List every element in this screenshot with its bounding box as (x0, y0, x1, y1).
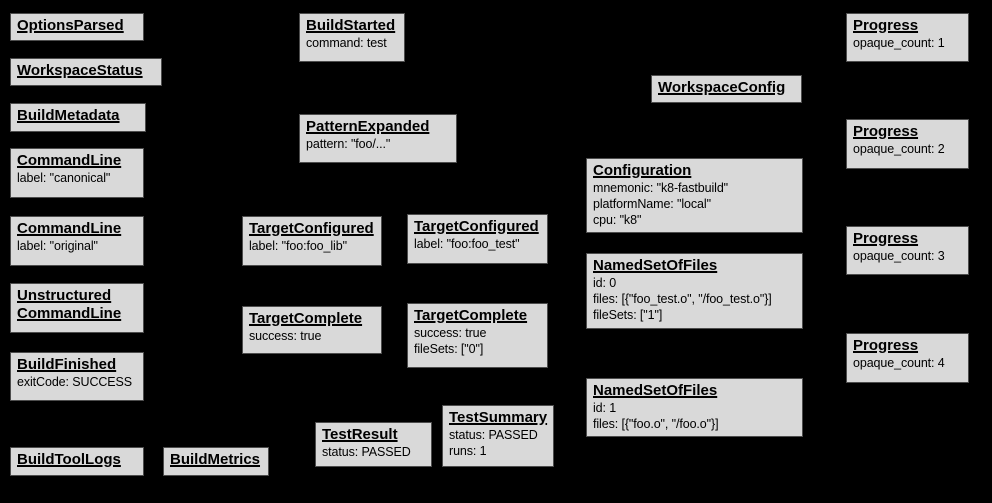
node-field: opaque_count: 3 (853, 249, 945, 263)
node-title: TargetComplete (414, 307, 528, 324)
node-command-line-canonical: CommandLine label: "canonical" (10, 148, 144, 198)
node-field: pattern: "foo/..." (306, 137, 391, 151)
node-title: WorkspaceStatus (17, 62, 143, 79)
node-title: TargetComplete (249, 310, 363, 327)
node-build-metrics: BuildMetrics (163, 447, 269, 476)
node-title: TestResult (322, 426, 398, 443)
node-title: OptionsParsed (17, 17, 124, 34)
node-progress-1: Progress opaque_count: 1 (846, 13, 969, 62)
node-title: TargetConfigured (414, 218, 539, 235)
node-progress-2: Progress opaque_count: 2 (846, 119, 969, 169)
node-field: cpu: "k8" (593, 213, 642, 227)
node-build-started: BuildStarted command: test (299, 13, 405, 62)
node-field: opaque_count: 1 (853, 36, 945, 50)
node-title: WorkspaceConfig (658, 79, 786, 96)
node-unstructured-command-line: Unstructured CommandLine (10, 283, 144, 333)
node-pattern-expanded: PatternExpanded pattern: "foo/..." (299, 114, 457, 163)
node-title-line-2: CommandLine (17, 305, 122, 322)
node-named-set-of-files-0: NamedSetOfFiles id: 0 files: [{"foo_test… (586, 253, 803, 329)
node-target-complete-foo-test: TargetComplete success: true fileSets: [… (407, 303, 548, 368)
node-field: status: PASSED (322, 445, 411, 459)
node-title: Progress (853, 123, 919, 140)
node-field: exitCode: SUCCESS (17, 375, 133, 389)
node-field: opaque_count: 2 (853, 142, 945, 156)
node-title: NamedSetOfFiles (593, 382, 718, 399)
node-field: files: [{"foo.o", "/foo.o"}] (593, 417, 719, 431)
node-workspace-status: WorkspaceStatus (10, 58, 162, 86)
node-title: BuildToolLogs (17, 451, 121, 468)
node-title: Progress (853, 230, 919, 247)
node-field: label: "canonical" (17, 171, 111, 185)
node-title: CommandLine (17, 220, 122, 237)
node-title: Unstructured (17, 287, 112, 304)
node-title: PatternExpanded (306, 118, 430, 135)
node-target-configured-foo-test: TargetConfigured label: "foo:foo_test" (407, 214, 548, 264)
node-build-finished: BuildFinished exitCode: SUCCESS (10, 352, 144, 401)
node-build-tool-logs: BuildToolLogs (10, 447, 144, 476)
node-build-metadata: BuildMetadata (10, 103, 146, 132)
node-title: Progress (853, 337, 919, 354)
node-field: fileSets: ["1"] (593, 308, 663, 322)
node-title: BuildFinished (17, 356, 117, 373)
node-title: BuildMetadata (17, 107, 120, 124)
node-title: BuildStarted (306, 17, 396, 34)
node-title: BuildMetrics (170, 451, 261, 468)
node-target-configured-foo-lib: TargetConfigured label: "foo:foo_lib" (242, 216, 382, 266)
node-command-line-original: CommandLine label: "original" (10, 216, 144, 266)
node-field: success: true (414, 326, 487, 340)
node-field: label: "foo:foo_test" (414, 237, 520, 251)
node-field: opaque_count: 4 (853, 356, 945, 370)
node-field: status: PASSED (449, 428, 538, 442)
node-named-set-of-files-1: NamedSetOfFiles id: 1 files: [{"foo.o", … (586, 378, 803, 437)
node-field: label: "foo:foo_lib" (249, 239, 347, 253)
node-title: TargetConfigured (249, 220, 374, 237)
node-field: id: 0 (593, 276, 617, 290)
node-field: success: true (249, 329, 322, 343)
node-progress-3: Progress opaque_count: 3 (846, 226, 969, 275)
node-title: TestSummary (449, 409, 548, 426)
node-progress-4: Progress opaque_count: 4 (846, 333, 969, 383)
node-field: runs: 1 (449, 444, 487, 458)
node-configuration: Configuration mnemonic: "k8-fastbuild" p… (586, 158, 803, 233)
node-title: NamedSetOfFiles (593, 257, 718, 274)
node-field: command: test (306, 36, 387, 50)
node-field: label: "original" (17, 239, 98, 253)
node-field: files: [{"foo_test.o", "/foo_test.o"}] (593, 292, 772, 306)
node-title: Configuration (593, 162, 692, 179)
node-title: CommandLine (17, 152, 122, 169)
node-field: mnemonic: "k8-fastbuild" (593, 181, 729, 195)
node-field: platformName: "local" (593, 197, 711, 211)
node-field: fileSets: ["0"] (414, 342, 484, 356)
node-title: Progress (853, 17, 919, 34)
node-field: id: 1 (593, 401, 617, 415)
node-test-summary: TestSummary status: PASSED runs: 1 (442, 405, 554, 467)
node-options-parsed: OptionsParsed (10, 13, 144, 41)
node-target-complete-foo-lib: TargetComplete success: true (242, 306, 382, 354)
node-test-result: TestResult status: PASSED (315, 422, 432, 467)
node-workspace-config: WorkspaceConfig (651, 75, 802, 103)
